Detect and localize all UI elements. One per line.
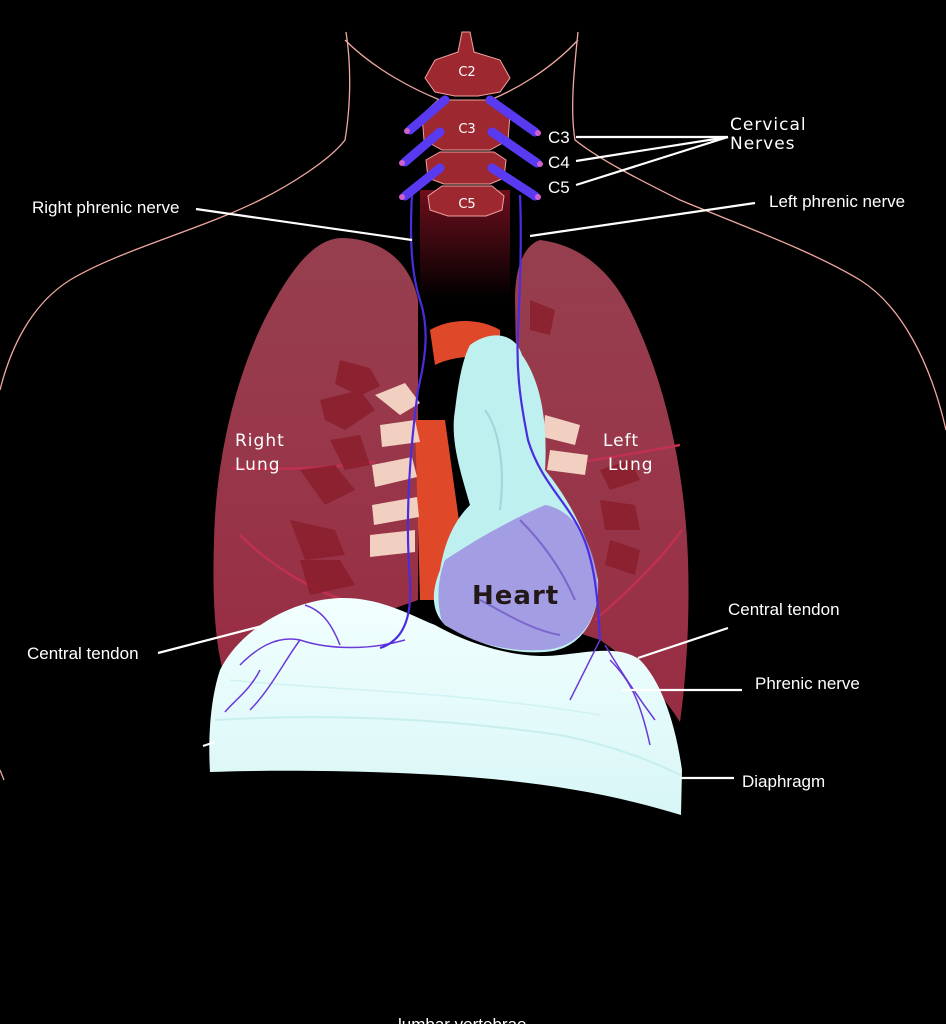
vertebra-c5: C5 [427, 185, 505, 217]
phrenic-nerve-label: Phrenic nerve [755, 674, 860, 693]
cervical-nerves-label-line2: Nerves [730, 134, 796, 154]
c3-label: C3 [548, 128, 570, 147]
right-lung-label-line2: Lung [235, 455, 281, 475]
diaphragm [209, 597, 683, 815]
heart-label: Heart [472, 581, 559, 611]
c4-label: C4 [548, 153, 570, 172]
cervical-nerve-roots [400, 95, 542, 201]
vertebra-c3-label: C3 [458, 122, 475, 137]
right-lung [213, 238, 418, 690]
right-lung-label-line1: Right [235, 431, 285, 451]
left-lung-label-line2: Lung [608, 455, 654, 475]
right-phrenic-nerve-label: Right phrenic nerve [32, 198, 179, 217]
leader-lines [157, 135, 756, 780]
left-phrenic-nerve [516, 194, 602, 641]
cervical-spine: C2 C3 C5 [399, 31, 543, 217]
nerve-root-ends [399, 128, 543, 200]
left-lung-label-line1: Left [603, 431, 639, 451]
left-phrenic-nerve-label: Left phrenic nerve [769, 192, 905, 211]
diaphragm-label: Diaphragm [742, 772, 825, 791]
vertebra-c2: C2 [424, 31, 511, 97]
lumbar-vertebrae-label: lumbar vertebrae [398, 1015, 527, 1024]
c5-label: C5 [548, 178, 570, 197]
cervical-nerves-label-line1: Cervical [730, 115, 807, 135]
left-lung-airways [530, 300, 640, 575]
central-tendon-right-label: Central tendon [728, 600, 840, 619]
vertebra-c4 [425, 151, 507, 185]
central-tendon-left-label: Central tendon [27, 644, 139, 663]
diaphragm-nerve-branches [224, 604, 656, 746]
vertebra-c5-label: C5 [458, 197, 475, 212]
right-phrenic-nerve [379, 194, 427, 650]
heart [433, 335, 599, 653]
right-lung-airways [290, 360, 380, 595]
vertebra-c2-label: C2 [458, 65, 475, 80]
